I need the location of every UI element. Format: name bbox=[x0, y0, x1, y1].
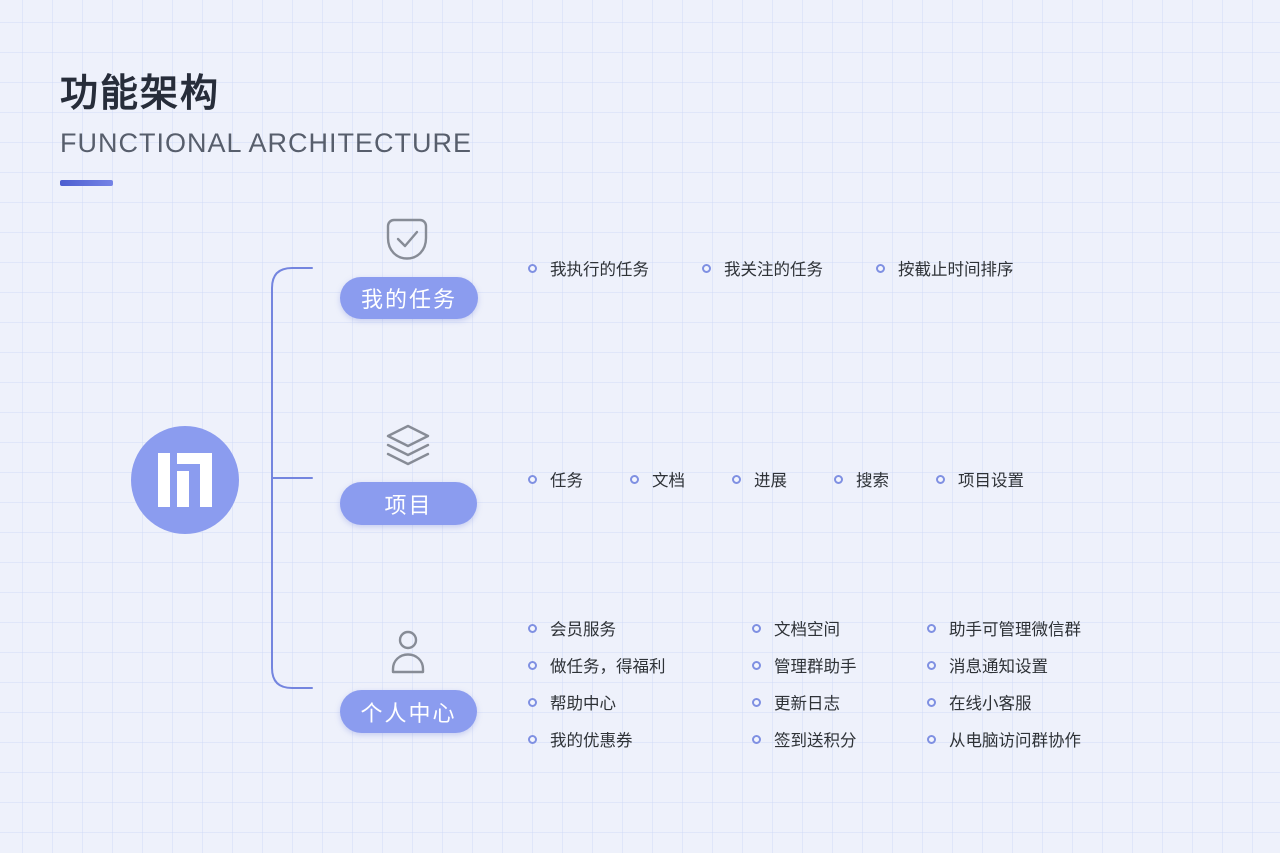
list-item-label: 任务 bbox=[550, 472, 583, 490]
bullet-icon bbox=[927, 623, 936, 633]
list-item: 文档空间 bbox=[752, 617, 857, 639]
bullet-icon bbox=[528, 697, 537, 707]
bullet-icon bbox=[528, 660, 537, 670]
page-title: 功能架构 bbox=[60, 73, 221, 115]
list-item-label: 签到送积分 bbox=[774, 732, 857, 750]
list-item-label: 帮助中心 bbox=[550, 695, 616, 713]
list-item: 会员服务 bbox=[528, 617, 666, 639]
list-item: 在线小客服 bbox=[927, 691, 1081, 713]
bullet-icon bbox=[752, 623, 761, 633]
bullet-icon bbox=[528, 474, 537, 484]
list-item: 按截止时间排序 bbox=[876, 257, 1014, 279]
bullet-icon bbox=[752, 660, 761, 670]
list-item-label: 会员服务 bbox=[550, 621, 616, 639]
bullet-icon bbox=[834, 474, 843, 484]
bullet-icon bbox=[927, 660, 936, 670]
list-item-label: 我的优惠券 bbox=[550, 732, 633, 750]
list-item: 任务 bbox=[528, 468, 583, 490]
feature-column: 文档空间管理群助手更新日志签到送积分 bbox=[752, 617, 857, 750]
shield-check-icon bbox=[384, 215, 430, 265]
list-item: 消息通知设置 bbox=[927, 654, 1081, 676]
feature-column: 助手可管理微信群消息通知设置在线小客服从电脑访问群协作 bbox=[927, 617, 1081, 750]
branch-node-label: 我的任务 bbox=[360, 287, 457, 312]
list-item: 助手可管理微信群 bbox=[927, 617, 1081, 639]
list-item-label: 从电脑访问群协作 bbox=[949, 732, 1081, 750]
list-item: 签到送积分 bbox=[752, 728, 857, 750]
accent-underline bbox=[60, 180, 113, 186]
list-item-label: 管理群助手 bbox=[774, 658, 857, 676]
list-item-label: 项目设置 bbox=[958, 472, 1024, 490]
list-item-label: 文档 bbox=[652, 472, 685, 490]
brand-logo bbox=[131, 426, 239, 534]
bullet-icon bbox=[528, 734, 537, 744]
list-item-label: 助手可管理微信群 bbox=[949, 621, 1081, 639]
branch-node-label: 项目 bbox=[384, 492, 433, 518]
list-item-label: 我执行的任务 bbox=[550, 261, 649, 279]
list-item: 从电脑访问群协作 bbox=[927, 728, 1081, 750]
bullet-icon bbox=[752, 697, 761, 707]
list-item: 我关注的任务 bbox=[702, 257, 823, 279]
feature-column: 会员服务做任务，得福利帮助中心我的优惠券 bbox=[528, 617, 666, 750]
list-item: 管理群助手 bbox=[752, 654, 857, 676]
bullet-icon bbox=[927, 697, 936, 707]
list-item-label: 做任务，得福利 bbox=[550, 658, 666, 676]
project-feature-list: 任务 文档 进展 搜索 项目设置 bbox=[528, 468, 1024, 490]
list-item: 搜索 bbox=[834, 468, 889, 490]
bullet-icon bbox=[528, 623, 537, 633]
list-item: 帮助中心 bbox=[528, 691, 666, 713]
bullet-icon bbox=[528, 263, 537, 273]
bullet-icon bbox=[630, 474, 639, 484]
list-item: 我执行的任务 bbox=[528, 257, 649, 279]
my-tasks-feature-list: 我执行的任务 我关注的任务 按截止时间排序 bbox=[528, 257, 1014, 279]
list-item: 我的优惠券 bbox=[528, 728, 666, 750]
page-subtitle: FUNCTIONAL ARCHITECTURE bbox=[60, 128, 473, 158]
bullet-icon bbox=[936, 474, 945, 484]
list-item: 进展 bbox=[732, 468, 787, 490]
list-item-label: 消息通知设置 bbox=[949, 658, 1048, 676]
list-item-label: 在线小客服 bbox=[949, 695, 1032, 713]
list-item-label: 更新日志 bbox=[774, 695, 840, 713]
list-item-label: 进展 bbox=[754, 472, 787, 490]
bullet-icon bbox=[876, 263, 885, 273]
branch-node-project[interactable]: 项目 bbox=[340, 482, 477, 525]
branch-node-label: 个人中心 bbox=[360, 700, 457, 726]
brand-logo-icon bbox=[131, 426, 239, 534]
list-item-label: 我关注的任务 bbox=[724, 261, 823, 279]
branch-node-my-tasks[interactable]: 我的任务 bbox=[340, 277, 478, 319]
bullet-icon bbox=[927, 734, 936, 744]
list-item: 文档 bbox=[630, 468, 685, 490]
branch-node-personal-center[interactable]: 个人中心 bbox=[340, 690, 477, 733]
personal-center-feature-columns: 会员服务做任务，得福利帮助中心我的优惠券 文档空间管理群助手更新日志签到送积分 … bbox=[528, 617, 1228, 767]
list-item-label: 搜索 bbox=[856, 472, 889, 490]
list-item: 项目设置 bbox=[936, 468, 1024, 490]
list-item: 做任务，得福利 bbox=[528, 654, 666, 676]
bullet-icon bbox=[702, 263, 711, 273]
list-item-label: 文档空间 bbox=[774, 621, 840, 639]
user-icon bbox=[387, 630, 429, 674]
bullet-icon bbox=[732, 474, 741, 484]
list-item-label: 按截止时间排序 bbox=[898, 261, 1014, 279]
bullet-icon bbox=[752, 734, 761, 744]
list-item: 更新日志 bbox=[752, 691, 857, 713]
layers-icon bbox=[383, 423, 433, 467]
